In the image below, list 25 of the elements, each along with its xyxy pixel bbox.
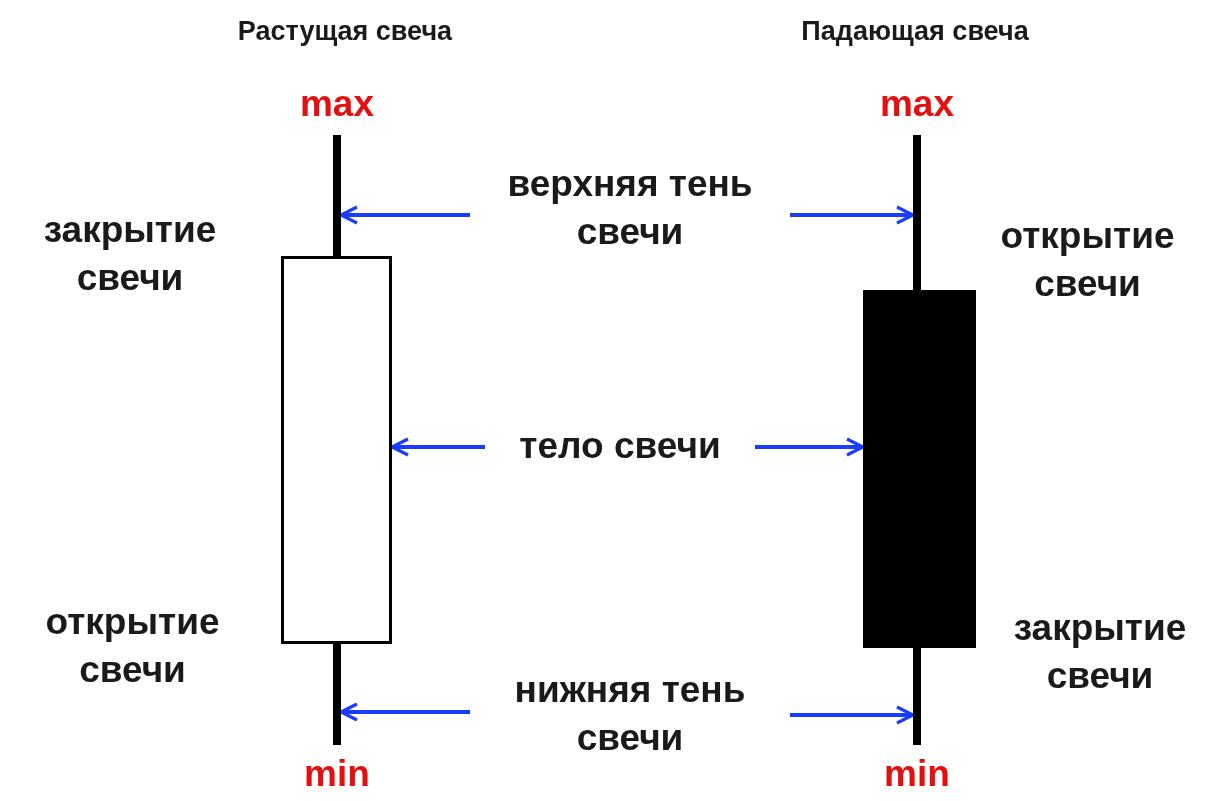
- candle-wick: [333, 135, 341, 258]
- price-extreme-label: max: [878, 82, 956, 126]
- candle-wick: [913, 648, 921, 745]
- arrow: [339, 702, 470, 722]
- price-extreme-label: min: [883, 752, 951, 796]
- price-extreme-label: min: [303, 752, 371, 796]
- candle-title: Падающая свеча: [800, 15, 1030, 48]
- bearish-candle-body: [863, 290, 976, 648]
- callout-text: нижняя тень свечи: [470, 666, 790, 762]
- price-extreme-label: max: [298, 82, 376, 126]
- arrow: [755, 437, 865, 457]
- arrow: [790, 705, 915, 725]
- arrow: [790, 205, 915, 225]
- candle-wick: [913, 135, 921, 290]
- bullish-candle-body: [281, 256, 392, 644]
- candle-wick: [333, 644, 341, 745]
- arrow: [339, 205, 470, 225]
- arrow: [390, 437, 485, 457]
- price-level-label: закрытие свечи: [1012, 606, 1188, 698]
- candle-title: Растущая свеча: [236, 15, 454, 48]
- callout-text: верхняя тень свечи: [470, 160, 790, 256]
- price-level-label: закрытие свечи: [42, 208, 218, 300]
- callout-text: тело свечи: [485, 422, 755, 472]
- price-level-label: открытие свечи: [999, 214, 1176, 306]
- price-level-label: открытие свечи: [44, 600, 221, 692]
